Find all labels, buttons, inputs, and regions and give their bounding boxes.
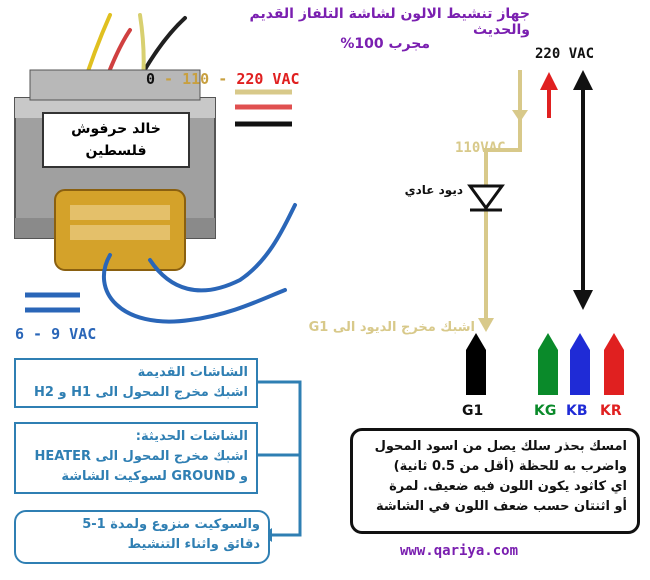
gun-pin-g1 — [466, 333, 486, 395]
wire-legend — [25, 89, 292, 313]
circuit — [478, 70, 528, 332]
box-new-screens: الشاشات الحديثة: اشبك مخرج المحول الى HE… — [14, 422, 258, 494]
website-link[interactable]: www.qariya.com — [400, 543, 519, 559]
red-up-arrow — [540, 72, 558, 118]
page-subtitle: مجرب 100% — [340, 36, 430, 52]
gun-label-kr: KR — [600, 403, 622, 419]
box-old-screens: الشاشات القديمة اشبك مخرج المحول الى H1 … — [14, 358, 258, 408]
gun-label-kg: KG — [534, 403, 557, 419]
page-title: جهاز تنشيط الالون لشاشة التلفاز القديم و… — [249, 6, 531, 38]
diode-label: ديود عادي — [404, 183, 463, 197]
volt-0: 0 — [146, 70, 156, 88]
label-110vac: 110VAC — [455, 140, 506, 156]
connect-g1-label: اشبك مخرج الديود الى G1 — [308, 320, 475, 335]
input-voltage-label: 0 - 110 - 220 VAC — [146, 70, 300, 88]
output-voltage-label: 6 - 9 VAC — [15, 325, 97, 343]
instructions-note: امسك بحذر سلك يصل من اسود المحول واضرب ب… — [350, 428, 640, 534]
black-double-arrow — [573, 70, 593, 310]
gun-label-kb: KB — [566, 403, 588, 419]
electron-guns — [466, 333, 624, 395]
volt-110: 110 — [182, 70, 210, 88]
label-220vac: 220 VAC — [535, 46, 595, 62]
box-socket-duration: والسوكيت منزوع ولمدة 1-5 دقائق واثناء ال… — [14, 510, 270, 564]
diode-symbol — [467, 184, 505, 212]
volt-220: 220 VAC — [236, 70, 300, 88]
transformer — [14, 69, 216, 271]
maker-label: خالد حرفوش فلسطين — [42, 112, 190, 168]
gun-label-g1: G1 — [462, 403, 484, 419]
gun-pin-kr — [604, 333, 624, 395]
transformer-bottom-wires — [102, 203, 297, 324]
gun-pin-kb — [570, 333, 590, 395]
gun-pin-kg — [538, 333, 558, 395]
